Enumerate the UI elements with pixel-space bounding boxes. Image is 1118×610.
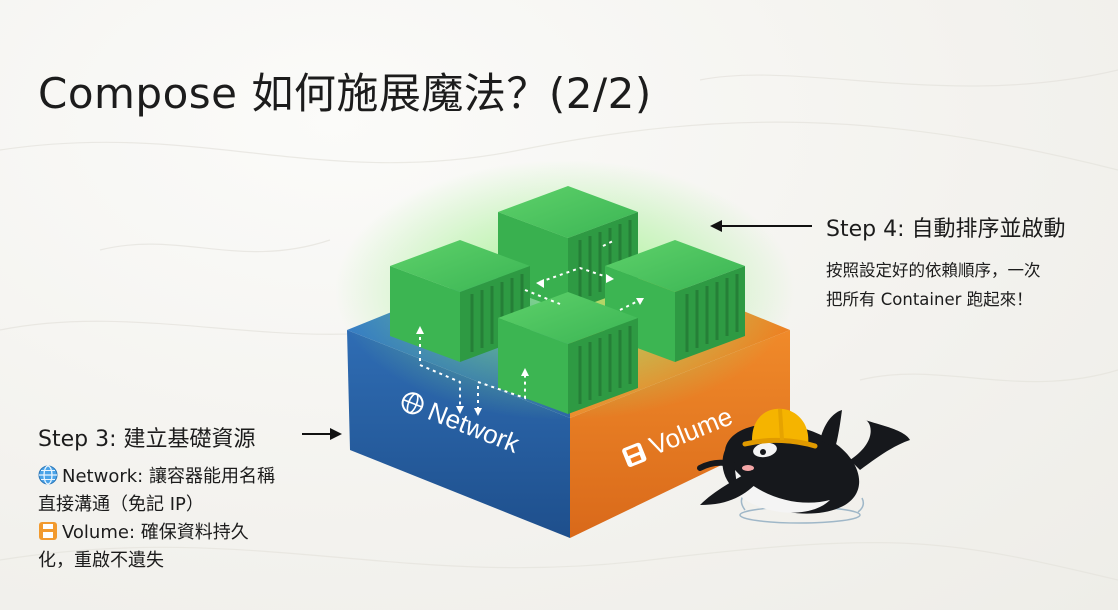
container-box-left bbox=[390, 240, 530, 362]
step4-desc-line-1: 按照設定好的依賴順序，一次 bbox=[826, 261, 1041, 280]
container-box-right bbox=[605, 240, 745, 362]
step3-volume-line-1: Volume: 確保資料持久 bbox=[38, 519, 275, 547]
step4-heading: Step 4: 自動排序並啟動 bbox=[826, 217, 1066, 242]
step3-block: Step 3: 建立基礎資源 Network: 讓容器能用名稱 直接溝通（免記 … bbox=[38, 421, 275, 575]
container-box-front bbox=[498, 292, 638, 414]
network-face-globe-icon bbox=[401, 392, 424, 415]
step4-block: Step 4: 自動排序並啟動 按照設定好的依賴順序，一次 把所有 Contai… bbox=[826, 211, 1066, 314]
step3-volume-text-1: Volume: 確保資料持久 bbox=[62, 522, 249, 543]
disk-icon bbox=[39, 522, 57, 540]
volume-side-face bbox=[570, 330, 790, 538]
step4-desc-line-2: 把所有 Container 跑起來！ bbox=[826, 290, 1033, 309]
step3-network-text-1: Network: 讓容器能用名稱 bbox=[62, 466, 275, 487]
orca-mascot-icon bbox=[697, 408, 910, 524]
connection-arrowheads bbox=[416, 274, 644, 416]
step3-heading: Step 3: 建立基礎資源 bbox=[38, 427, 256, 452]
slide-title: Compose 如何施展魔法？(2/2) bbox=[38, 69, 652, 118]
step4-arrow-icon bbox=[710, 220, 812, 232]
step3-arrow-icon bbox=[302, 428, 342, 440]
step3-network-line-2: 直接溝通（免記 IP） bbox=[38, 494, 204, 515]
volume-face-disk-icon bbox=[622, 442, 647, 467]
step3-volume-line-2: 化，重啟不遺失 bbox=[38, 550, 164, 571]
globe-icon bbox=[38, 465, 58, 485]
connection-arrows bbox=[419, 239, 641, 410]
step3-network-line-1: Network: 讓容器能用名稱 bbox=[38, 463, 275, 491]
step4-description: 按照設定好的依賴順序，一次 把所有 Container 跑起來！ bbox=[826, 256, 1066, 314]
step3-description: Network: 讓容器能用名稱 直接溝通（免記 IP） Volume: 確保資… bbox=[38, 463, 275, 575]
